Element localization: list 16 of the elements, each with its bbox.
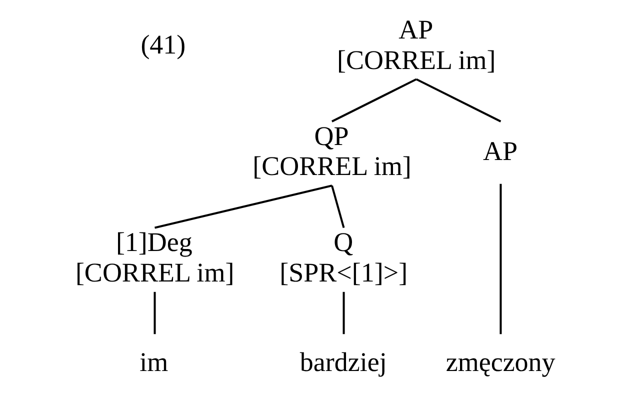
node-text: im	[139, 346, 168, 377]
connector	[415, 78, 501, 122]
node-text: [1]Deg [CORREL im]	[74, 227, 234, 288]
connector	[330, 185, 344, 228]
label: (41)	[140, 30, 186, 60]
node-text: AP [CORREL im]	[336, 14, 496, 75]
connector	[153, 292, 156, 334]
node-text: zmęczony	[445, 346, 555, 377]
node-text: Q [SPR<[1]>]	[279, 227, 408, 288]
connector	[342, 292, 344, 334]
connector	[499, 184, 502, 334]
node-text: bardziej	[299, 346, 386, 377]
node-text: AP	[482, 136, 518, 166]
node-text: QP [CORREL im]	[252, 120, 411, 182]
connector	[154, 184, 332, 229]
connector	[331, 78, 416, 122]
